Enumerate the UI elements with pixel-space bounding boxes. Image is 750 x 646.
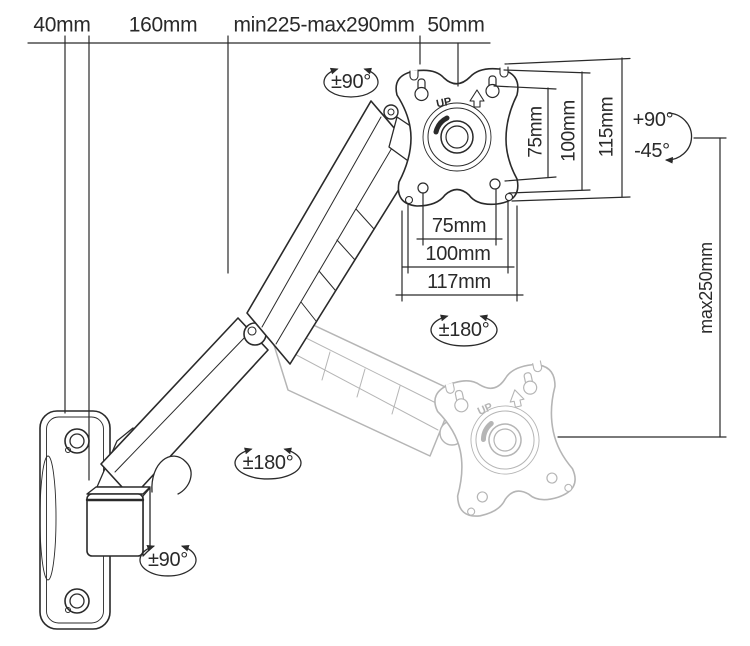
arm-swivel-label: ±180° <box>242 452 294 474</box>
dim-vesa-v100-label: 100mm <box>558 100 580 162</box>
base-swivel-arc <box>139 545 197 577</box>
plate-rotation-label: ±180° <box>438 319 490 341</box>
head-swivel-arc <box>323 67 379 98</box>
tilt-up-label: +90° <box>632 109 674 131</box>
tilt-down-label: -45° <box>634 140 670 162</box>
rotation-arrows <box>139 67 693 577</box>
dim-vesa-h75-label: 75mm <box>431 215 487 237</box>
spring-arm <box>85 100 422 557</box>
head-swivel-label: ±90° <box>330 71 372 93</box>
dim-vesa-h100-label: 100mm <box>425 243 491 265</box>
dim-vesa-v75-label: 75mm <box>525 106 547 158</box>
dim-base-offset-label: 160mm <box>128 13 198 37</box>
tilt-range-arc <box>664 112 693 164</box>
dim-head-offset-label: 50mm <box>427 13 485 37</box>
dim-vesa-h117-label: 117mm <box>427 271 491 293</box>
dim-vesa-v115-label: 115mm <box>596 96 618 158</box>
dim-wall-depth-label: 40mm <box>33 13 91 37</box>
dim-max-drop-label: max250mm <box>696 242 716 334</box>
base-swivel-label: ±90° <box>147 549 189 571</box>
arm-swivel-arc <box>234 447 302 480</box>
vesa-plate-raised <box>396 67 518 206</box>
plate-rotation-arc <box>430 314 498 347</box>
dimension-lines <box>27 35 727 481</box>
dim-reach-label: min225-max290mm <box>233 13 415 37</box>
